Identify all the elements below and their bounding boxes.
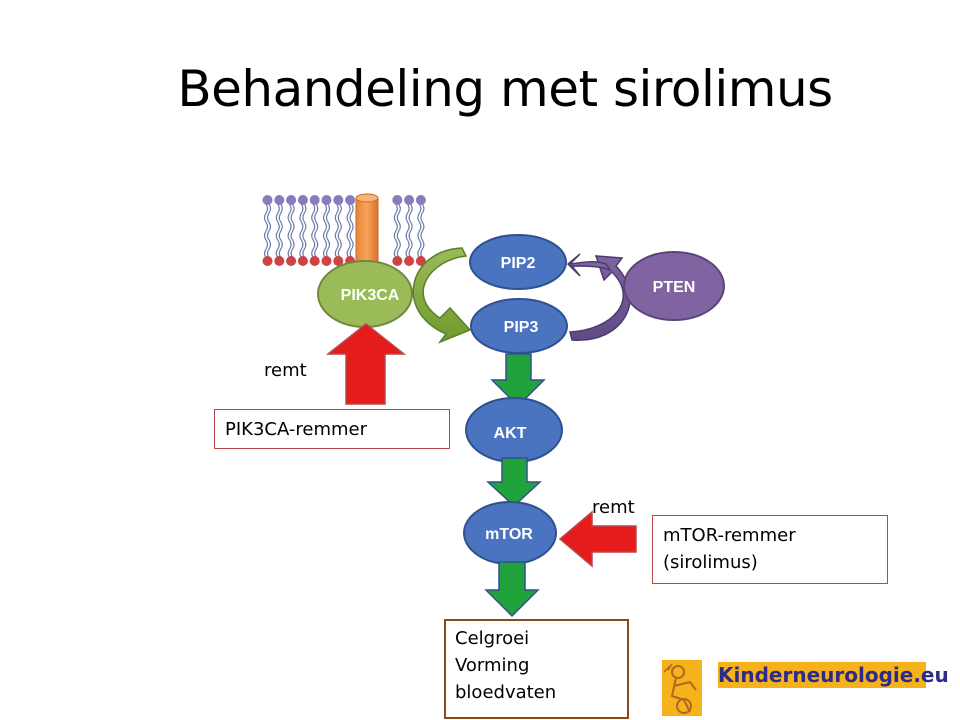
mtor-node: mTOR [463,501,557,565]
membrane-head-top [345,195,356,205]
membrane-head-bottom [392,256,403,266]
pten-node: PTEN [623,251,725,321]
mtor-inhibition-arrow [558,510,637,568]
membrane-head-top [415,195,426,205]
outcome-line-1: Celgroei [455,628,530,649]
membrane-head-top [262,195,273,205]
membrane-head-bottom [286,256,297,266]
membrane-head-bottom [262,256,273,266]
membrane-head-top [274,195,285,205]
pip3-node: PIP3 [470,298,568,354]
membrane-head-top [297,195,308,205]
pik3ca-inhibitor-box: PIK3CA-remmer [214,409,450,449]
pip2-to-pip3-arrow [412,247,472,344]
membrane-head-bottom [274,256,285,266]
slide-title: Behandeling met sirolimus [177,60,833,118]
akt-to-mtor-arrow [486,457,542,508]
mtor-inhibitor-line-1: mTOR-remmer [663,525,796,546]
membrane-head-top [333,195,344,205]
outcome-box: Celgroei Vorming bloedvaten [444,619,629,719]
outcome-line-3: bloedvaten [455,682,557,703]
pten-to-pip2-arrow [566,253,631,341]
logo-figure-icon [662,660,702,716]
pik3ca-inhibitor-label: PIK3CA-remmer [225,419,368,440]
membrane-head-top [286,195,297,205]
membrane-head-bottom [333,256,344,266]
logo-text[interactable]: Kinderneurologie.eu [718,662,949,688]
pip3-label: PIP3 [504,319,539,336]
membrane-head-top [309,195,320,205]
akt-node: AKT [465,397,563,463]
mtor-to-outcome-arrow [484,561,540,618]
mtor-label: mTOR [485,526,533,543]
pten-label: PTEN [653,279,696,296]
membrane-head-bottom [404,256,415,266]
membrane-head-top [321,195,332,205]
mtor-inhibitor-box: mTOR-remmer (sirolimus) [652,515,888,584]
membrane-head-top [404,195,415,205]
pik3ca-node: PIK3CA [317,260,413,328]
pip2-label: PIP2 [501,255,536,272]
pik3ca-inhibition-arrow [325,323,407,405]
pip3-to-akt-arrow [490,353,546,408]
mtor-inhibitor-line-2: (sirolimus) [663,552,758,573]
membrane-head-bottom [415,256,426,266]
membrane-head-bottom [309,256,320,266]
remt-label-right: remt [592,497,635,518]
remt-label-left: remt [264,360,307,381]
cell-membrane [262,195,426,266]
membrane-head-top [392,195,403,205]
outcome-line-2: Vorming [455,655,530,676]
akt-label: AKT [494,425,527,442]
pik3ca-label: PIK3CA [341,287,400,304]
pip2-node: PIP2 [469,234,567,290]
membrane-head-bottom [297,256,308,266]
receptor-cylinder [355,193,379,265]
membrane-head-bottom [321,256,332,266]
